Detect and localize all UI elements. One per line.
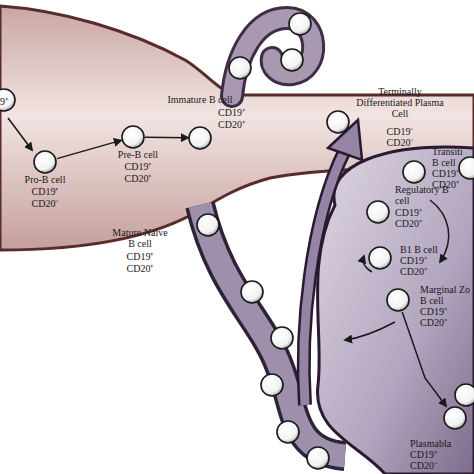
cell-outline xyxy=(368,246,392,270)
cell-node: Mature Naive B cellCD19⁺CD20⁺ xyxy=(196,213,220,237)
cell-marker: B cell xyxy=(432,157,456,168)
cell-marker: CD20⁺ xyxy=(420,317,447,328)
cell-node: Immature B cellCD19⁺CD20⁺ xyxy=(188,126,212,150)
cell-outline xyxy=(121,125,145,149)
homing-arrow xyxy=(304,150,345,405)
cell-marker: CD20⁺ xyxy=(218,119,245,130)
cell-outline xyxy=(386,288,410,312)
cell-node: Pro-B cellCD19⁺CD20⁻ xyxy=(33,150,57,174)
cell-name: Transiti xyxy=(432,146,463,157)
cell-marker: CD19⁺ xyxy=(218,107,245,118)
cell-marker: CD19⁺ xyxy=(395,207,422,218)
b-cell-icon xyxy=(369,247,391,269)
cell-marker: CD19⁺ xyxy=(432,168,459,179)
cell-outline xyxy=(443,406,467,430)
development-arrow xyxy=(8,118,32,150)
cell-marker: CD20⁺ xyxy=(125,173,152,184)
b-cell-icon xyxy=(261,374,283,396)
development-arrow xyxy=(402,312,446,406)
cell-marker: CD20⁺ xyxy=(395,218,422,229)
b-cell-icon xyxy=(307,447,329,469)
development-arrow xyxy=(145,136,188,138)
cell-marker: CD20⁻ xyxy=(410,460,437,471)
cell-name: Immature B cell xyxy=(168,94,233,105)
cell-name: Mature Naive B cell xyxy=(108,227,172,249)
b-cell-icon xyxy=(459,157,474,179)
cell-outline xyxy=(196,213,220,237)
b-cell-icon xyxy=(122,126,144,148)
cell-name: Marginal Zo xyxy=(420,284,470,295)
b-cell-icon xyxy=(34,151,56,173)
b-cell-icon xyxy=(387,289,409,311)
cell-name: Regulatory B cell xyxy=(395,184,453,206)
cell-marker: CD19⁻ xyxy=(387,126,414,137)
b-cell-icon xyxy=(229,57,251,79)
bone-marrow xyxy=(0,6,474,250)
blood-vessel-lumen xyxy=(200,205,345,456)
b-cell-icon xyxy=(289,13,311,35)
cell-node: Terminally Differentiated Plasma CellCD1… xyxy=(326,110,350,134)
b-cell-icon xyxy=(271,327,293,349)
b-cell-icon xyxy=(444,407,466,429)
cell-marker: CD19⁺ xyxy=(127,251,154,262)
cell-name: Pre-B cell xyxy=(118,149,158,160)
cell-marker: CD20⁻ xyxy=(387,137,414,148)
cell-outline xyxy=(33,150,57,174)
cell-marker: CD19⁺ xyxy=(125,161,152,172)
b-cell-icon xyxy=(277,421,299,443)
cell-marker: CD19⁺ xyxy=(420,306,447,317)
b-cell-icon xyxy=(281,49,303,71)
b-cell-icon xyxy=(241,281,263,303)
cell-node: PlasmablaCD19⁺CD20⁻ xyxy=(443,406,467,430)
cell-name: B1 B cell xyxy=(400,244,438,255)
cell-node: TransitiB cellCD19⁺CD20⁺ xyxy=(402,160,426,184)
cell-node: Marginal ZoB cellCD19⁺CD20⁺ xyxy=(386,288,410,312)
b-cell-icon xyxy=(189,127,211,149)
cell-outline xyxy=(366,200,390,224)
b-cell-icon xyxy=(327,111,349,133)
cell-marker: CD19⁺ xyxy=(400,255,427,266)
cell-marker: CD19⁺ xyxy=(32,186,59,197)
cell-name: Pro-B cell xyxy=(25,174,66,185)
cell-marker: B cell xyxy=(420,295,444,306)
cell-name: Plasmabla xyxy=(410,438,451,449)
development-arrow xyxy=(57,140,121,158)
homing-arrow xyxy=(304,150,345,405)
cell-name: Terminally Differentiated Plasma Cell xyxy=(354,86,446,119)
cell-marker: CD20⁺ xyxy=(127,263,154,274)
cell-node: B1 B cellCD19⁺CD20⁺ xyxy=(368,246,392,270)
blood-vessel xyxy=(200,205,345,456)
cell-outline xyxy=(188,126,212,150)
cell-outline xyxy=(402,160,426,184)
migration-arrow xyxy=(345,322,395,340)
b-cell-icon xyxy=(0,89,15,111)
cell-marker: CD19⁺ xyxy=(410,449,437,460)
b-cell-icon xyxy=(403,161,425,183)
b-cell-icon xyxy=(197,214,219,236)
lymph-node xyxy=(317,147,474,474)
cell-marker: CD20⁺ xyxy=(400,266,427,277)
b-cell-icon xyxy=(455,384,474,406)
cell-outline xyxy=(326,110,350,134)
marker-fragment: 9⁺ xyxy=(0,96,8,107)
b-cell-icon xyxy=(367,201,389,223)
cell-node: Pre-B cellCD19⁺CD20⁺ xyxy=(121,125,145,149)
cell-marker: CD20⁻ xyxy=(32,198,59,209)
cell-node: Regulatory B cellCD19⁺CD20⁺ xyxy=(366,200,390,224)
